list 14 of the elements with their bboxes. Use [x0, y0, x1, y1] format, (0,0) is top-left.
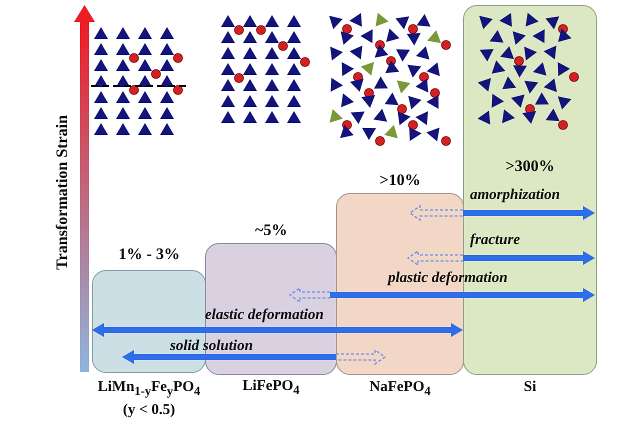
strain-value: ~5%: [255, 222, 288, 240]
strain-value: >10%: [380, 172, 421, 190]
strain-value: >300%: [506, 158, 555, 176]
process-label: solid solution: [170, 338, 253, 355]
material-name: LiMn$_{1-y}$Fe$_{y}$PO$_{4}$ (y < 0.5): [96, 378, 202, 420]
process-label: elastic deformation: [205, 307, 324, 324]
material-name: NaFePO$_{4}$: [368, 378, 432, 400]
process-label: fracture: [470, 232, 520, 249]
axis-label: Transformation Strain: [54, 115, 72, 270]
material-name: LiFePO$_{4}$: [241, 377, 301, 399]
process-label: plastic deformation: [388, 270, 508, 287]
process-label: amorphization: [470, 187, 560, 204]
strain-value: 1% - 3%: [118, 246, 180, 264]
material-name: Si: [522, 378, 538, 397]
